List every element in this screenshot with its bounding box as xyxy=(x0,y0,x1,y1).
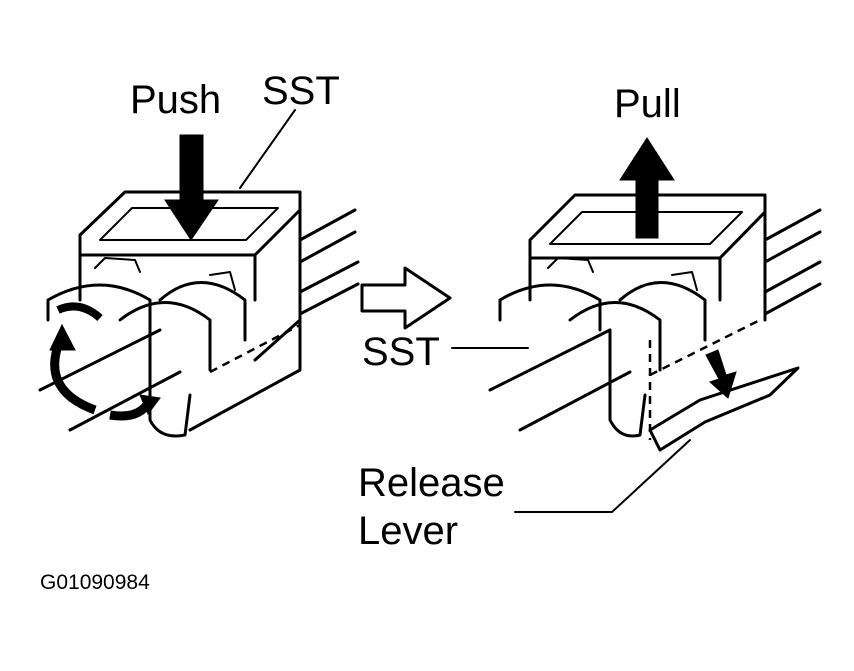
sst-middle-label: SST xyxy=(362,330,440,374)
left-clamp-middle xyxy=(118,301,212,372)
right-clamp-inner xyxy=(618,281,707,342)
release-lever-plate xyxy=(648,366,800,452)
right-sst-tool-top-inset xyxy=(549,211,743,245)
right-sst-tool-side xyxy=(718,210,767,322)
right-pipe-lower xyxy=(763,260,822,316)
left-clamp-inner xyxy=(158,281,247,342)
right-clamp-outer xyxy=(498,283,602,332)
left-rotation-arrowhead-bottom xyxy=(139,394,161,415)
right-hidden-edge-1 xyxy=(649,318,761,377)
pull-arrow-icon xyxy=(619,137,675,239)
right-clamp-detail xyxy=(547,257,698,291)
left-clamp-detail xyxy=(94,257,236,291)
push-arrow-icon xyxy=(164,134,219,241)
left-clamp-outer xyxy=(46,283,152,332)
right-pipe-front xyxy=(488,328,632,432)
push-label: Push xyxy=(130,78,221,122)
right-pipe-upper xyxy=(763,208,822,264)
left-clamp-shoe xyxy=(148,328,192,438)
release-lever-label-line2: Lever xyxy=(358,509,458,553)
left-hidden-edge xyxy=(209,323,301,374)
left-sst-tool-top-inset xyxy=(99,207,279,241)
figure-code: G01090984 xyxy=(40,571,150,594)
pull-label: Pull xyxy=(614,82,681,126)
release-lever-label-line1: Release xyxy=(358,461,505,505)
release-down-arrow-icon xyxy=(705,349,737,399)
left-pipe-upper xyxy=(298,208,357,264)
sst-top-label: SST xyxy=(262,69,340,113)
release-lever-leader-line xyxy=(514,439,691,513)
transition-arrow-icon xyxy=(360,266,452,330)
right-clamp-middle xyxy=(568,301,662,372)
left-pipe-lower xyxy=(298,260,360,316)
left-rotation-arrowhead-top xyxy=(49,323,76,351)
left-sst-tool-front xyxy=(78,253,302,432)
sst-top-leader-line xyxy=(239,109,296,189)
right-clamp-shoe xyxy=(608,328,647,438)
left-rotation-arc-upper xyxy=(56,302,103,322)
